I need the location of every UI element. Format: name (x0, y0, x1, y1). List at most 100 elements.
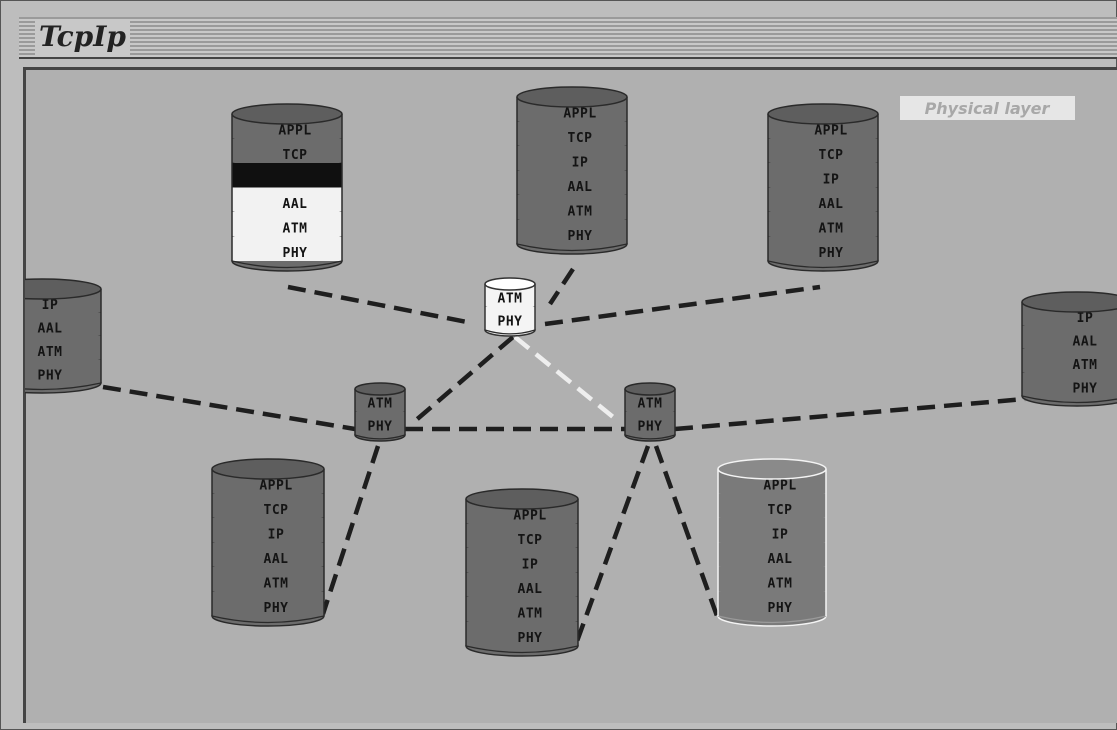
layer-label-phy: PHY (638, 420, 663, 435)
layer-band (768, 212, 878, 237)
network-diagram: APPL TCP AAL ATM PHY APPL TCP IP AAL ATM PHY APPL TC… (25, 86, 1117, 657)
layer-label-ip: IP (1077, 311, 1094, 326)
layer-label-phy: PHY (38, 368, 63, 383)
layer-label-ip: IP (823, 172, 840, 187)
layer-label-tcp: TCP (568, 131, 593, 146)
layer-label-appl: APPL (763, 478, 796, 493)
layer-label-atm: ATM (368, 397, 393, 412)
layer-label-atm: ATM (768, 576, 793, 591)
layer-label-ip: IP (772, 527, 789, 542)
layer-label-atm: ATM (518, 606, 543, 621)
layer-label-atm: ATM (38, 345, 63, 360)
layer-label-phy: PHY (264, 601, 289, 616)
layer-band (517, 170, 627, 195)
cylinder-top (231, 103, 343, 125)
layer-separator (211, 615, 325, 624)
layer-band (232, 138, 342, 163)
layer-band (232, 236, 342, 261)
layer-label-phy: PHY (768, 601, 793, 616)
layer-separator (484, 329, 536, 335)
cylinder-top (484, 277, 536, 291)
link-line (287, 284, 468, 325)
layer-band (25, 336, 101, 360)
layer-label-appl: APPL (513, 508, 546, 523)
layer-label-aal: AAL (568, 180, 593, 195)
layer-label-tcp: TCP (283, 148, 308, 163)
layer-separator (25, 382, 102, 391)
layer-label-phy: PHY (283, 246, 308, 261)
layer-label-appl: APPL (259, 478, 292, 493)
layer-label-aal: AAL (283, 197, 308, 212)
cylinder-top (465, 488, 579, 510)
layer-label-atm: ATM (638, 397, 663, 412)
layer-label-ip: IP (572, 155, 589, 170)
layer-band (718, 567, 826, 592)
layer-label-aal: AAL (819, 197, 844, 212)
layer-band (517, 219, 627, 244)
link-line (544, 284, 821, 327)
layer-band (466, 523, 578, 548)
physical-layer-badge: Physical layer (900, 96, 1075, 120)
layer-band (25, 312, 101, 336)
layer-band (768, 236, 878, 261)
layer-label-phy: PHY (1073, 381, 1098, 396)
layer-label-atm: ATM (819, 221, 844, 236)
layer-label-appl: APPL (563, 106, 596, 121)
layer-band (25, 359, 101, 383)
link-line (653, 445, 720, 617)
layer-band (718, 542, 826, 567)
layer-band (212, 493, 324, 518)
cylinder-top (767, 103, 879, 125)
cylinder-top (717, 458, 827, 480)
cylinder-top (1021, 291, 1117, 313)
layer-band (1022, 325, 1117, 349)
cylinder-top (516, 86, 628, 108)
layer-label-appl: APPL (278, 123, 311, 138)
layer-band (1022, 349, 1117, 373)
layer-separator (516, 243, 628, 252)
layer-band (768, 138, 878, 163)
layer-band (212, 542, 324, 567)
layer-separator (624, 434, 676, 440)
layer-band (517, 146, 627, 171)
link-line (548, 267, 575, 306)
layer-label-aal: AAL (264, 552, 289, 567)
layer-label-atm: ATM (498, 292, 523, 307)
cylinder-top (25, 278, 102, 300)
cylinder-top (354, 382, 406, 396)
layer-label-atm: ATM (568, 204, 593, 219)
layer-band (466, 597, 578, 622)
layer-band (485, 307, 535, 330)
title-bar[interactable]: TcpIp (19, 17, 1117, 59)
switch-center[interactable]: ATM PHY (484, 277, 536, 337)
layer-band (355, 412, 405, 435)
layer-separator (1021, 395, 1117, 404)
layer-band (718, 518, 826, 543)
layer-label-tcp: TCP (264, 503, 289, 518)
switch-right[interactable]: ATM PHY (624, 382, 676, 442)
layer-label-phy: PHY (498, 315, 523, 330)
layer-band (718, 591, 826, 616)
layer-band (718, 493, 826, 518)
layer-label-aal: AAL (38, 321, 63, 336)
layer-band (232, 163, 342, 188)
link-line (513, 335, 615, 419)
layer-label-tcp: TCP (518, 533, 543, 548)
layer-band (625, 412, 675, 435)
layer-separator (767, 260, 879, 269)
link-line (320, 445, 381, 615)
layer-band (517, 121, 627, 146)
layer-label-atm: ATM (1073, 358, 1098, 373)
layer-band (1022, 372, 1117, 396)
layer-separator (465, 645, 579, 654)
layer-band (466, 548, 578, 573)
